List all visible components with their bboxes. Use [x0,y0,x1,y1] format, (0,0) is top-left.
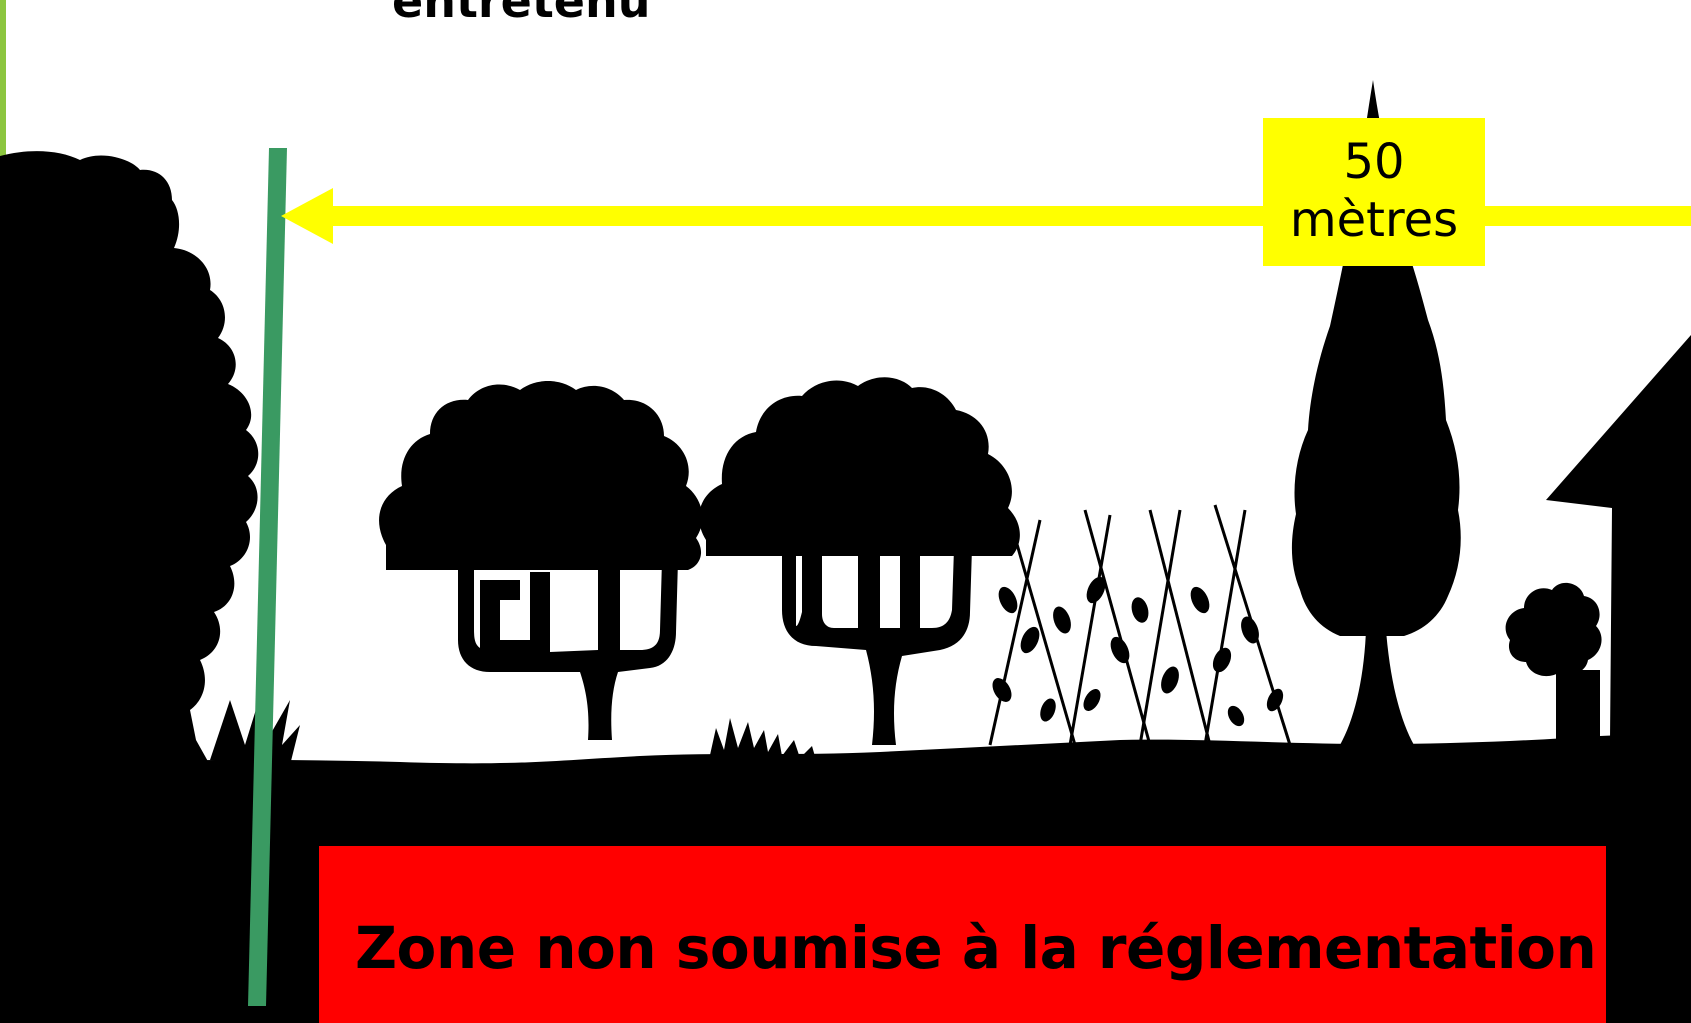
boundary-line [248,148,287,1006]
vegetable-leaves-icon [992,576,1284,727]
zone-label: Zone non soumise à la réglementation [355,914,1597,982]
regulation-zone-box: Zone non soumise à la réglementation [319,846,1606,1023]
top-caption: entretenu [392,0,651,28]
distance-label: 50 mètres [1263,118,1485,266]
grass-tuft-icon [710,718,816,760]
hedge-silhouette-icon [0,151,259,765]
tree-silhouette-icon [379,381,703,740]
distance-unit: mètres [1289,192,1459,248]
cypress-tree-icon [1291,80,1461,745]
distance-value: 50 [1343,134,1405,191]
shrub-pot-icon [1505,582,1602,740]
house-silhouette-icon [1546,335,1691,1023]
tree-silhouette-icon [699,377,1020,745]
